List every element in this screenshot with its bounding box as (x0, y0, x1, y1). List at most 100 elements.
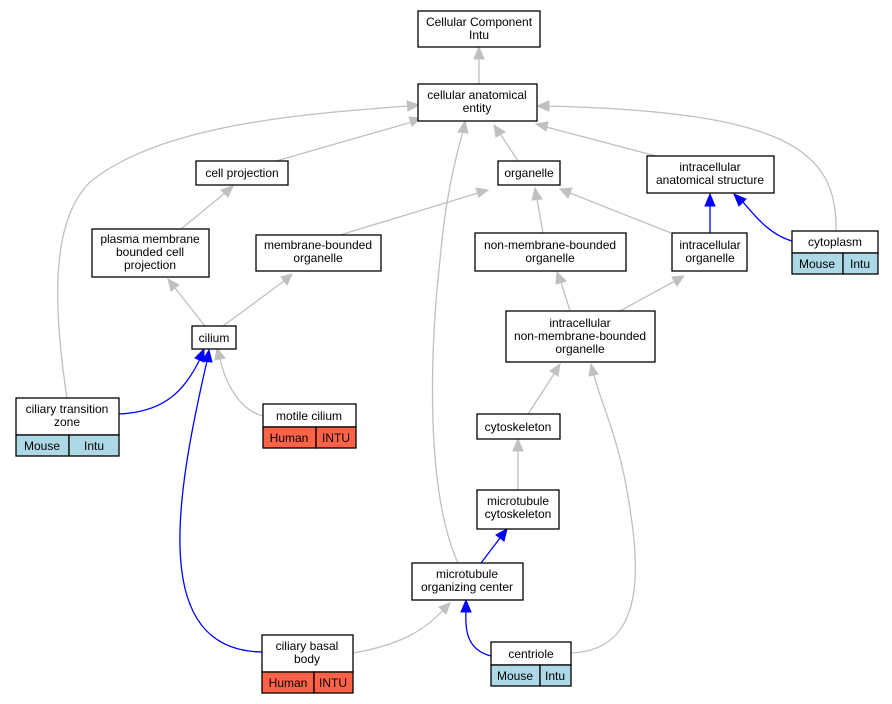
arrowhead (167, 278, 180, 292)
arrowhead (549, 362, 561, 377)
edge-non-membrane-organelle-to-organelle (536, 198, 544, 234)
node-membrane-bounded-organelle[interactable]: membrane-bounded organelle (255, 234, 382, 272)
edge-intracellular-structure-to-anatomical-entity (545, 126, 657, 157)
node-intracellular-non-membrane-bounded-organelle[interactable]: intracellular non-membrane-bounded organ… (505, 310, 656, 363)
node-cellular-anatomical-entity[interactable]: cellular anatomical entity (417, 83, 538, 122)
node-intracellular-organelle[interactable]: intracellular organelle (671, 232, 748, 272)
node-cellular-component[interactable]: Cellular Component Intu (417, 10, 541, 48)
node-label: bounded cell (116, 245, 184, 259)
edge-membrane-organelle-to-organelle (339, 192, 479, 236)
node-non-membrane-bounded-organelle[interactable]: non-membrane-bounded organelle (474, 232, 627, 272)
arrowhead (214, 346, 226, 361)
arrowhead (588, 362, 599, 377)
edge-centriole-part-of-mtoc (465, 611, 492, 657)
node-label: body (294, 652, 320, 666)
edge-cytoplasm-part-of-structure (742, 201, 793, 242)
node-label: plasma membrane (100, 232, 200, 246)
node-cell-projection[interactable]: cell projection (195, 160, 289, 186)
arrowhead (704, 192, 716, 207)
node-motile-cilium[interactable]: motile cilium Human INTU (262, 403, 357, 449)
edge-pm-projection-to-cell-projection (180, 192, 226, 230)
arrowhead (512, 437, 524, 452)
node-cilium[interactable]: cilium (191, 325, 237, 350)
arrowhead (555, 270, 567, 285)
node-microtubule-organizing-center[interactable]: microtubule organizing center (411, 562, 524, 601)
gene-intu-cell: INTU (319, 676, 347, 690)
edge-cytoskeleton-to-inmbo (527, 373, 555, 415)
node-label: ciliary transition (26, 402, 109, 416)
arrowhead (495, 528, 508, 542)
edge-mtoc-part-of-mt-cytoskeleton (480, 537, 501, 564)
node-cytoskeleton[interactable]: cytoskeleton (476, 413, 561, 440)
node-label: microtubule (436, 567, 498, 581)
edge-transition-zone-part-of-cilium (118, 358, 201, 415)
species-mouse-cell: Mouse (497, 669, 533, 683)
node-label: motile cilium (276, 409, 342, 423)
species-human-cell: Human (270, 431, 309, 445)
node-plasma-membrane-bounded-cell-projection[interactable]: plasma membrane bounded cell projection (91, 228, 210, 278)
edge-cilium-to-pm-projection (174, 287, 206, 327)
node-ciliary-basal-body[interactable]: ciliary basal body Human INTU (261, 634, 354, 694)
node-label: organelle (685, 251, 735, 265)
node-label: organizing center (421, 580, 513, 594)
edge-cilium-to-membrane-organelle (222, 280, 285, 327)
node-centriole[interactable]: centriole Mouse Intu (490, 641, 572, 687)
node-label: zone (54, 415, 80, 429)
arrowhead (460, 598, 472, 613)
node-microtubule-cytoskeleton[interactable]: microtubule cytoskeleton (476, 489, 560, 530)
node-label: intracellular (549, 316, 610, 330)
species-mouse-cell: Mouse (799, 257, 835, 271)
node-label: organelle (525, 251, 575, 265)
edge-centriole-to-inmbo (570, 374, 636, 654)
node-label: intracellular (679, 160, 740, 174)
edges (57, 45, 837, 657)
arrowhead (558, 187, 573, 199)
node-label: organelle (504, 166, 554, 180)
edge-motile-cilium-to-cilium (219, 358, 264, 417)
species-human-cell: Human (269, 676, 308, 690)
arrowhead (733, 193, 747, 207)
arrowhead (493, 123, 506, 138)
edge-mtoc-to-anatomical-entity (431, 130, 464, 564)
arrowhead (194, 347, 205, 363)
nodes: Cellular Component Intu cellular anatomi… (15, 10, 879, 694)
arrowhead (473, 45, 485, 60)
node-label: cytoskeleton (485, 507, 552, 521)
node-label: ciliary basal (276, 639, 339, 653)
node-label: microtubule (487, 494, 549, 508)
edge-cell-projection-to-anatomical-entity (275, 121, 413, 162)
arrowhead (201, 348, 213, 363)
arrowhead (671, 275, 686, 287)
node-label: cilium (199, 331, 230, 345)
node-organelle[interactable]: organelle (497, 160, 561, 186)
node-label: cytoskeleton (485, 420, 552, 434)
arrowhead (475, 187, 490, 198)
arrowhead (438, 602, 451, 615)
node-label: projection (124, 258, 176, 272)
edge-inmbo-to-intracellular-organelle (619, 280, 676, 312)
node-label: anatomical structure (656, 173, 764, 187)
node-label: entity (463, 101, 492, 115)
node-label: cytoplasm (808, 235, 862, 249)
edge-intracellular-organelle-to-organelle (569, 192, 672, 234)
edge-inmbo-to-nmbo (560, 281, 571, 312)
species-mouse-cell: Mouse (24, 439, 60, 453)
arrowhead (406, 100, 421, 112)
node-ciliary-transition-zone[interactable]: ciliary transition zone Mouse Intu (15, 397, 120, 457)
node-label: non-membrane-bounded (484, 238, 616, 252)
node-label: centriole (508, 647, 554, 661)
edge-organelle-to-anatomical-entity (500, 134, 519, 162)
node-label: Intu (469, 28, 489, 42)
edge-cytoplasm-to-anatomical-entity (547, 105, 837, 232)
node-label: cell projection (205, 166, 278, 180)
node-label: non-membrane-bounded (514, 329, 646, 343)
edge-basal-body-part-of-cilium (179, 360, 263, 653)
node-intracellular-anatomical-structure[interactable]: intracellular anatomical structure (646, 155, 775, 194)
arrowhead (535, 100, 550, 112)
arrowhead (534, 121, 549, 132)
node-label: intracellular (679, 238, 740, 252)
node-cytoplasm[interactable]: cytoplasm Mouse Intu (791, 230, 879, 275)
node-label: cellular anatomical (427, 88, 526, 102)
edge-transition-zone-to-anatomical-entity (57, 105, 409, 399)
